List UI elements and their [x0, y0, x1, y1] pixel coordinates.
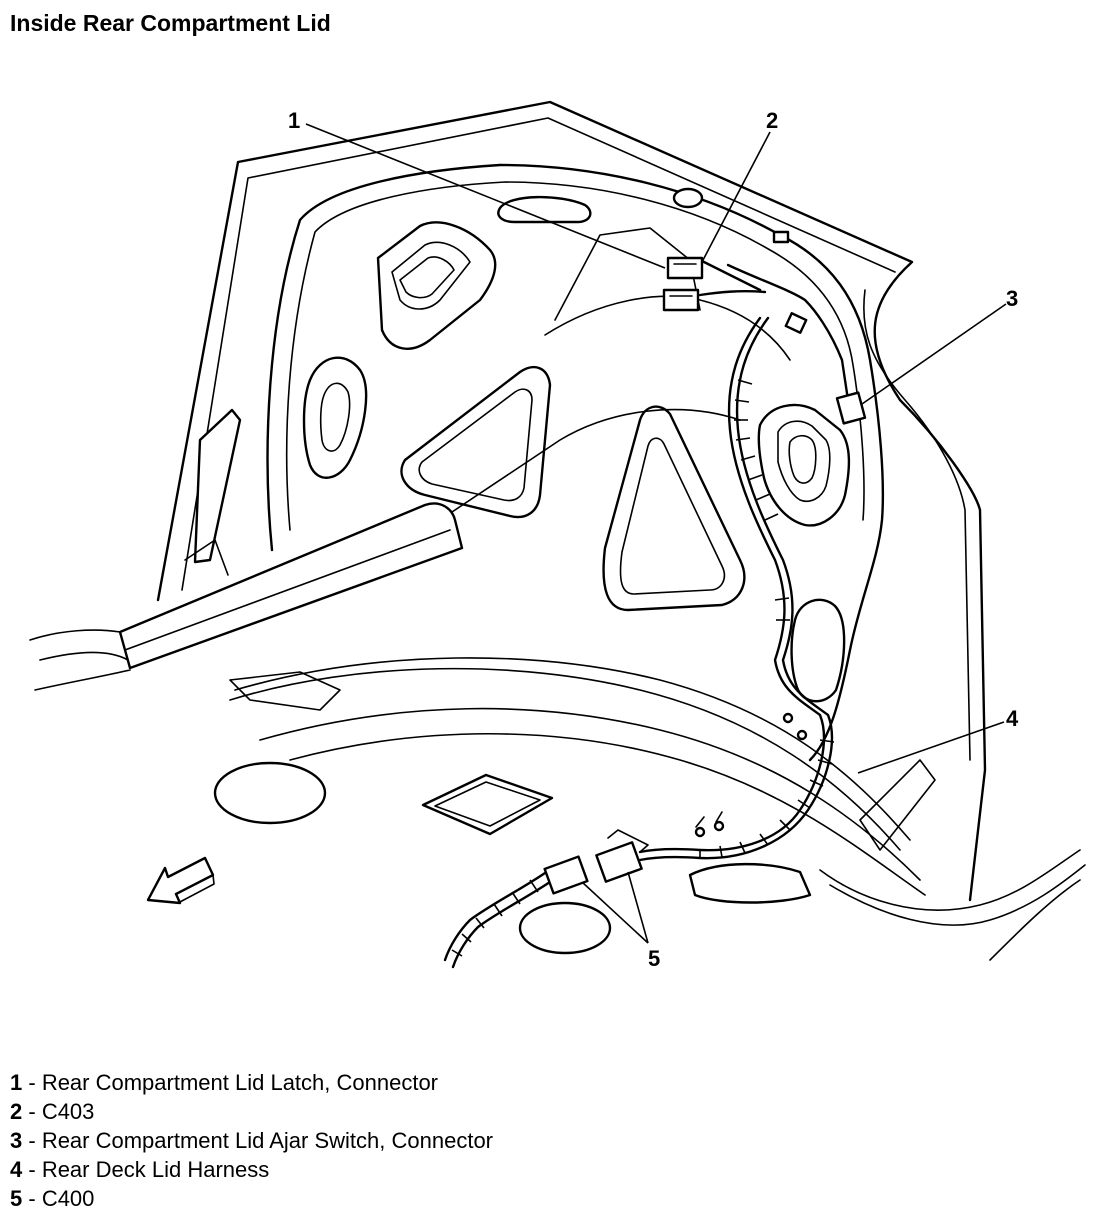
callout-2: 2: [766, 108, 778, 133]
legend-number: 3: [10, 1128, 23, 1153]
leader-2: [701, 131, 771, 263]
leader-3: [861, 303, 1007, 405]
callout-5: 5: [648, 946, 660, 971]
c400-connector-b: [595, 841, 643, 883]
diagram-title: Inside Rear Compartment Lid: [10, 10, 331, 36]
legend-text: C400: [41, 1186, 95, 1211]
callout-1: 1: [288, 108, 300, 133]
legend-item: 5 - C400: [10, 1184, 493, 1213]
legend-item: 1 - Rear Compartment Lid Latch, Connecto…: [10, 1068, 493, 1097]
legend-text: Rear Compartment Lid Latch, Connector: [41, 1070, 439, 1095]
leader-4: [857, 721, 1005, 774]
legend-separator: -: [22, 1157, 42, 1182]
callout-3: 3: [1006, 286, 1018, 311]
callout-legend: 1 - Rear Compartment Lid Latch, Connecto…: [10, 1068, 493, 1213]
legend-separator: -: [22, 1128, 42, 1153]
legend-separator: -: [22, 1099, 42, 1124]
legend-item: 2 - C403: [10, 1097, 493, 1126]
legend-text: Rear Compartment Lid Ajar Switch, Connec…: [41, 1128, 494, 1153]
harness-wrap-ticks: [699, 379, 835, 858]
connectors: [543, 230, 867, 895]
legend-number: 1: [10, 1070, 23, 1095]
c403-connector-upper: [666, 256, 704, 280]
lid-outline: [156, 100, 987, 902]
front-direction-arrow: [146, 856, 215, 905]
c400-connector-a: [543, 855, 589, 895]
hinge-arm: [29, 408, 464, 691]
legend-number: 5: [10, 1186, 23, 1211]
ajar-switch-connector: [835, 391, 867, 425]
legend-text: Rear Deck Lid Harness: [41, 1157, 270, 1182]
legend-number: 4: [10, 1157, 23, 1182]
c403-connector-lower: [662, 288, 700, 312]
legend-item: 3 - Rear Compartment Lid Ajar Switch, Co…: [10, 1126, 493, 1155]
leader-1: [305, 123, 666, 269]
legend-separator: -: [22, 1186, 42, 1211]
lower-deck: [213, 657, 1086, 961]
trunk-lid-illustration: 1 2 3 4 5: [29, 100, 1086, 971]
wiring-harness: [443, 258, 850, 969]
leader-5b: [627, 871, 649, 944]
inner-panel: [266, 163, 885, 762]
callout-4: 4: [1006, 706, 1019, 731]
leader-lines: [305, 123, 1007, 944]
legend-text: C403: [41, 1099, 95, 1124]
leader-5a: [581, 881, 649, 944]
legend-number: 2: [10, 1099, 23, 1124]
legend-item: 4 - Rear Deck Lid Harness: [10, 1155, 493, 1184]
legend-separator: -: [22, 1070, 42, 1095]
